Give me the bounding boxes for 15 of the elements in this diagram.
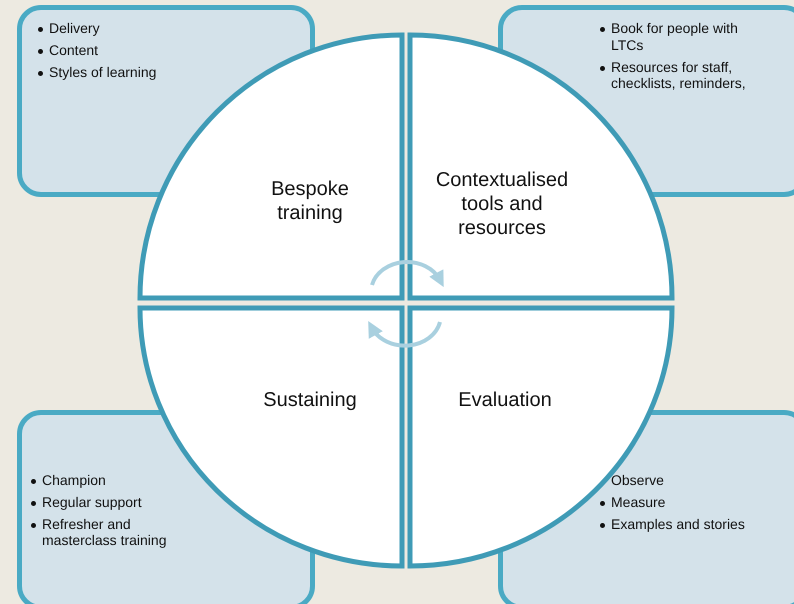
bullet-item: Refresher and masterclass training (30, 516, 200, 550)
bullet-item: Champion (30, 472, 200, 489)
segment-title: Evaluation (457, 388, 553, 412)
bullet-item: Regular support (30, 494, 200, 511)
segment-title: Sustaining (262, 388, 358, 412)
bullet-item: Delivery (37, 20, 297, 37)
bullet-item: Measure (599, 494, 789, 511)
bullet-item: Examples and stories (599, 516, 789, 532)
cycle-arrow (368, 321, 442, 348)
bullet-item: Resources for staff, checklists, reminders, (599, 58, 771, 92)
cycle-arrow (370, 260, 444, 287)
bullet-item: Book for people with LTCs (599, 20, 771, 54)
bullet-item: Content (37, 42, 297, 59)
segment-title: Contextualised tools and resources (434, 168, 570, 240)
segment-title: Bespoke training (270, 177, 350, 225)
